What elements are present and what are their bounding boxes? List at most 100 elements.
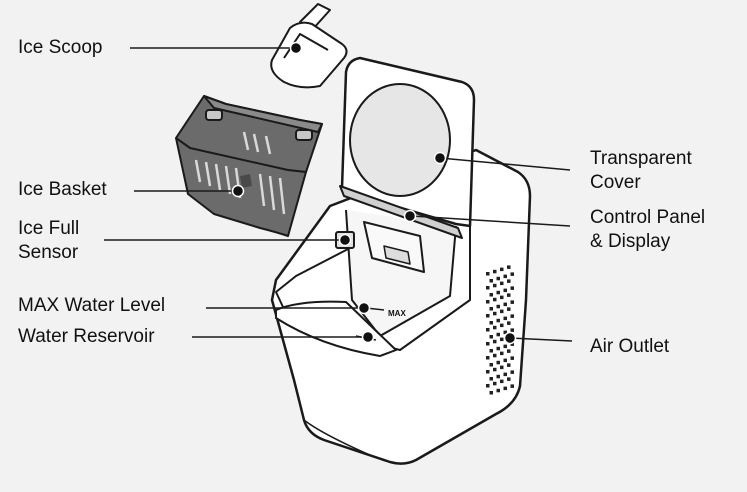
grille-hole xyxy=(510,300,514,304)
grille-hole xyxy=(503,372,507,377)
grille-hole xyxy=(510,328,514,332)
label-max-water-level: MAX Water Level xyxy=(18,295,166,316)
grille-hole xyxy=(510,342,514,346)
ice-scoop-illustration xyxy=(270,3,348,89)
grille-hole xyxy=(507,279,511,283)
grille-hole xyxy=(503,274,507,279)
ice-basket-illustration xyxy=(175,95,323,237)
grille-hole xyxy=(503,302,507,307)
grille-hole xyxy=(510,356,514,360)
grille-hole xyxy=(503,330,507,335)
grille-hole xyxy=(493,311,497,316)
grille-hole xyxy=(486,314,490,318)
grille-hole xyxy=(500,337,504,342)
grille-hole xyxy=(496,276,500,281)
grille-hole xyxy=(500,365,504,370)
grille-hole xyxy=(486,370,490,374)
grille-hole xyxy=(496,360,500,365)
label-transparent-cover-line2: Cover xyxy=(590,172,641,193)
grille-hole xyxy=(493,269,497,274)
dot-max-water-level xyxy=(357,301,371,315)
grille-hole xyxy=(493,339,497,344)
leader-transparent-cover xyxy=(439,157,571,171)
label-ice-basket: Ice Basket xyxy=(18,179,107,200)
grille-hole xyxy=(507,293,511,297)
dot-ice-scoop xyxy=(289,41,303,55)
grille-hole xyxy=(486,286,490,290)
grille-hole xyxy=(496,332,500,337)
label-ice-full-sensor-line2: Sensor xyxy=(18,242,79,263)
grille-hole xyxy=(510,272,514,276)
grille-hole xyxy=(510,286,514,290)
grille-hole xyxy=(493,353,497,358)
grille-hole xyxy=(496,304,500,309)
callout-dots xyxy=(231,41,517,345)
label-control-panel-line2: & Display xyxy=(590,231,671,252)
dot-air-outlet xyxy=(503,331,517,345)
dot-ice-full-sensor xyxy=(338,233,352,247)
grille-hole xyxy=(486,328,490,332)
grille-hole xyxy=(493,297,497,302)
ice-maker-body xyxy=(270,56,532,465)
grille-hole xyxy=(496,318,500,323)
grille-hole xyxy=(503,386,507,391)
grille-hole xyxy=(510,314,514,318)
dot-ice-basket xyxy=(231,184,245,198)
grille-hole xyxy=(496,346,500,351)
max-mark: MAX xyxy=(388,309,406,318)
grille-hole xyxy=(489,363,493,367)
grille-hole xyxy=(507,349,511,353)
leader-lines xyxy=(104,47,573,342)
dot-transparent-cover xyxy=(433,151,447,165)
label-ice-scoop: Ice Scoop xyxy=(18,37,103,58)
grille-hole xyxy=(486,300,490,304)
grille-hole xyxy=(489,377,493,381)
label-control-panel-line1: Control Panel xyxy=(590,207,706,228)
grille-hole xyxy=(507,265,511,269)
grille-hole xyxy=(489,279,493,283)
grille-hole xyxy=(510,384,514,388)
grille-hole xyxy=(496,290,500,295)
grille-hole xyxy=(489,335,493,339)
label-air-outlet: Air Outlet xyxy=(590,336,670,357)
label-ice-full-sensor-line1: Ice Full xyxy=(18,218,80,239)
grille-hole xyxy=(493,367,497,372)
grille-hole xyxy=(486,272,490,276)
grille-hole xyxy=(500,351,504,356)
grille-hole xyxy=(507,363,511,367)
grille-hole xyxy=(507,377,511,381)
grille-hole xyxy=(507,321,511,325)
grille-hole xyxy=(500,323,504,328)
grille-hole xyxy=(503,344,507,349)
grille-hole xyxy=(507,307,511,311)
grille-hole xyxy=(493,325,497,330)
label-transparent-cover-line1: Transparent xyxy=(590,148,692,169)
label-water-reservoir: Water Reservoir xyxy=(18,326,155,347)
grille-hole xyxy=(493,381,497,386)
dot-water-reservoir xyxy=(361,330,375,344)
grille-hole xyxy=(489,293,493,297)
grille-hole xyxy=(503,358,507,363)
grille-hole xyxy=(503,316,507,321)
grille-hole xyxy=(496,374,500,379)
grille-hole xyxy=(489,307,493,311)
grille-hole xyxy=(489,321,493,325)
grille-hole xyxy=(500,267,504,272)
dot-control-panel xyxy=(403,209,417,223)
grille-hole xyxy=(496,388,500,393)
grille-hole xyxy=(500,309,504,314)
grille-hole xyxy=(500,379,504,384)
grille-hole xyxy=(500,281,504,286)
grille-hole xyxy=(503,288,507,293)
grille-hole xyxy=(486,342,490,346)
grille-hole xyxy=(489,391,493,395)
grille-hole xyxy=(493,283,497,288)
leader-control-panel xyxy=(411,215,571,227)
grille-hole xyxy=(489,349,493,353)
leader-air-outlet xyxy=(509,337,573,342)
grille-hole xyxy=(500,295,504,300)
grille-hole xyxy=(510,370,514,374)
grille-hole xyxy=(486,384,490,388)
grille-hole xyxy=(486,356,490,360)
